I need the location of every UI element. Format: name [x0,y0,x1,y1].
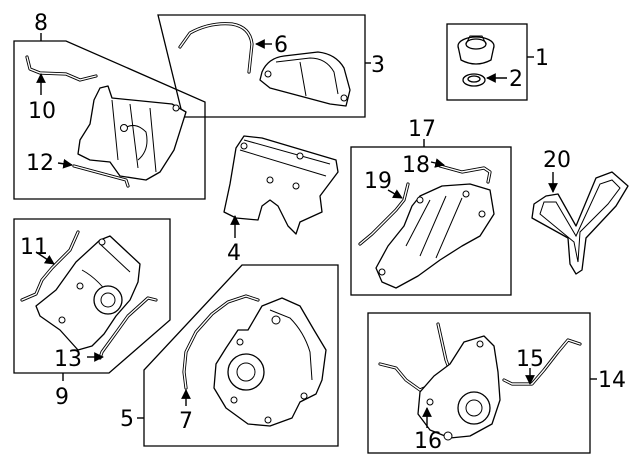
group-box-14 [367,312,591,454]
right-upper-timing-cover [375,183,495,289]
callout-7: 7 [179,409,193,434]
lower-right-cover-group: 15 16 14 [367,312,626,454]
leader-11 [35,251,55,265]
callout-6: 6 [274,33,288,58]
callout-3: 3 [371,53,385,78]
callout-13: 13 [54,347,82,372]
left-lower-timing-cover [35,235,141,351]
callout-1: 1 [535,46,549,71]
cover-seal-16 [378,322,454,392]
callout-2: 2 [509,67,523,92]
lower-right-timing-cover [417,335,501,441]
leader-12 [57,158,73,169]
inner-cover-group: 8 10 12 [13,11,206,200]
upper-timing-cover [259,51,351,107]
heat-shield-4: 4 [223,135,339,266]
group-box-1 [446,23,528,101]
cover-gasket [178,22,254,74]
group-box-5 [143,264,339,447]
group-box-9 [13,218,171,374]
callout-4: 4 [227,241,241,266]
cover-seal-10 [25,55,98,82]
left-lower-cover-group: 11 13 9 [13,218,171,410]
drive-belt-20: 20 [531,148,629,275]
callout-8: 8 [34,11,48,36]
leader-19 [387,189,403,199]
cover-seal-15 [502,338,582,386]
callout-18: 18 [402,153,430,178]
oil-filler-cap [457,35,495,65]
callout-19: 19 [364,169,392,194]
callout-17: 17 [408,117,436,142]
callout-12: 12 [26,151,54,176]
group-box-17 [350,146,512,296]
group-box-8 [13,40,206,200]
callout-5: 5 [120,407,134,432]
callout-20: 20 [543,148,571,173]
leader-18 [430,158,445,168]
callout-11: 11 [20,235,48,260]
callout-9: 9 [55,385,69,410]
cover-seal-12 [72,164,130,188]
cover-seal-19 [358,182,410,246]
cover-seal-18 [438,164,492,184]
callout-16: 16 [414,429,442,454]
callout-10: 10 [28,99,56,124]
upper-cover-group: 6 3 [157,14,385,118]
callout-14: 14 [598,368,626,393]
left-inner-timing-cover [77,85,187,181]
right-upper-cover-group: 17 18 19 [350,117,512,296]
cover-seal-11 [20,230,80,302]
cap-seal-ring [462,73,486,87]
group-box-3 [157,14,366,118]
front-cover-group: 7 5 [120,264,339,447]
oil-cap-group: 1 2 [446,23,549,101]
cover-seal-7 [182,294,260,390]
callout-15: 15 [516,347,544,372]
front-timing-cover [213,297,327,427]
